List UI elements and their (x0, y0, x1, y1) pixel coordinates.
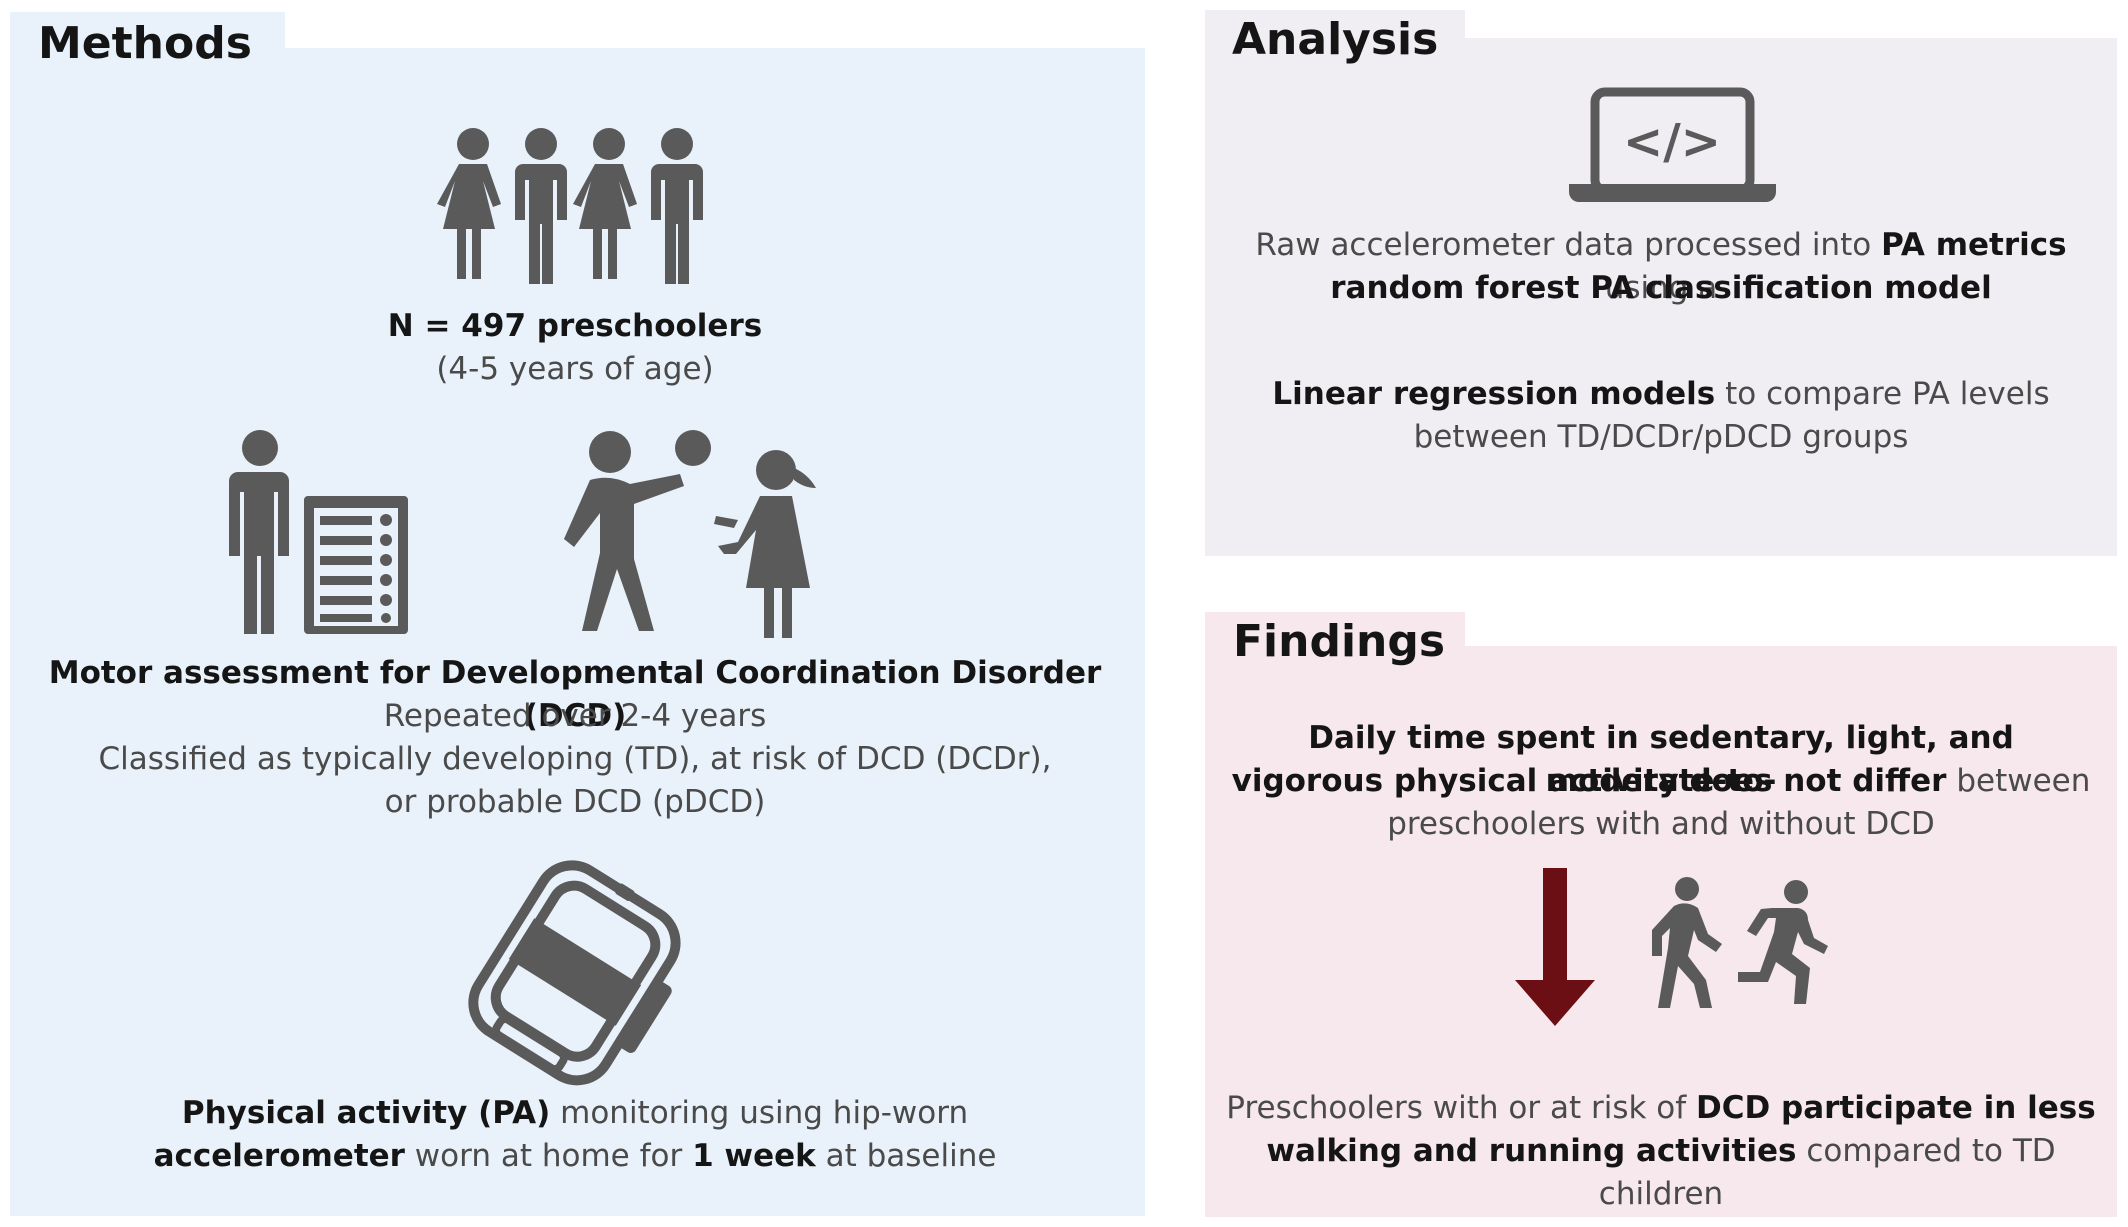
findings-daily-line3: preschoolers with and without DCD (1387, 806, 1935, 842)
people-group-icon (437, 128, 703, 284)
findings-daily-line2: vigorous physical activity does not diff… (1231, 763, 2091, 799)
findings-walking-line1: Preschoolers with or at risk of DCD part… (1226, 1090, 2096, 1126)
participants-age: (4-5 years of age) (436, 351, 714, 387)
analysis-raw-line2: random forest PA classification model (1330, 270, 1992, 306)
accelerometer-device-icon (468, 860, 681, 1086)
findings-title: Findings (1233, 616, 1446, 667)
methods-title: Methods (38, 18, 252, 69)
walking-person-icon (1652, 877, 1722, 1008)
running-person-icon (1738, 880, 1828, 1004)
participants-count: N = 497 preschoolers (387, 308, 763, 344)
findings-daily-line1: Daily time spent in sedentary, light, an… (1308, 720, 2014, 799)
analysis-regression-line1: Linear regression models to compare PA l… (1272, 376, 2050, 412)
pa-monitoring-line2: accelerometer worn at home for 1 week at… (153, 1138, 997, 1174)
laptop-code-icon: </> (1569, 87, 1776, 202)
findings-walking-line2: walking and running activities compared … (1266, 1133, 2056, 1212)
clipboard-checklist-icon (229, 430, 408, 634)
down-arrow-icon (1515, 868, 1595, 1026)
analysis-title: Analysis (1232, 14, 1439, 65)
motor-repeated: Repeated over 2-4 years (383, 698, 767, 734)
motor-assessment-heading: Motor assessment for Developmental Coord… (48, 655, 1102, 734)
methods-panel (10, 48, 1145, 1216)
analysis-raw-line1: Raw accelerometer data processed into PA… (1255, 227, 2067, 306)
pa-monitoring-line1: Physical activity (PA) monitoring using … (181, 1095, 969, 1131)
svg-text:</>: </> (1623, 114, 1721, 170)
analysis-panel (1205, 38, 2117, 556)
analysis-regression-line2: between TD/DCDr/pDCD groups (1413, 419, 1909, 455)
adult-child-ball-icon (564, 430, 816, 638)
motor-probable: or probable DCD (pDCD) (384, 784, 766, 820)
motor-classified: Classified as typically developing (TD),… (98, 741, 1052, 777)
